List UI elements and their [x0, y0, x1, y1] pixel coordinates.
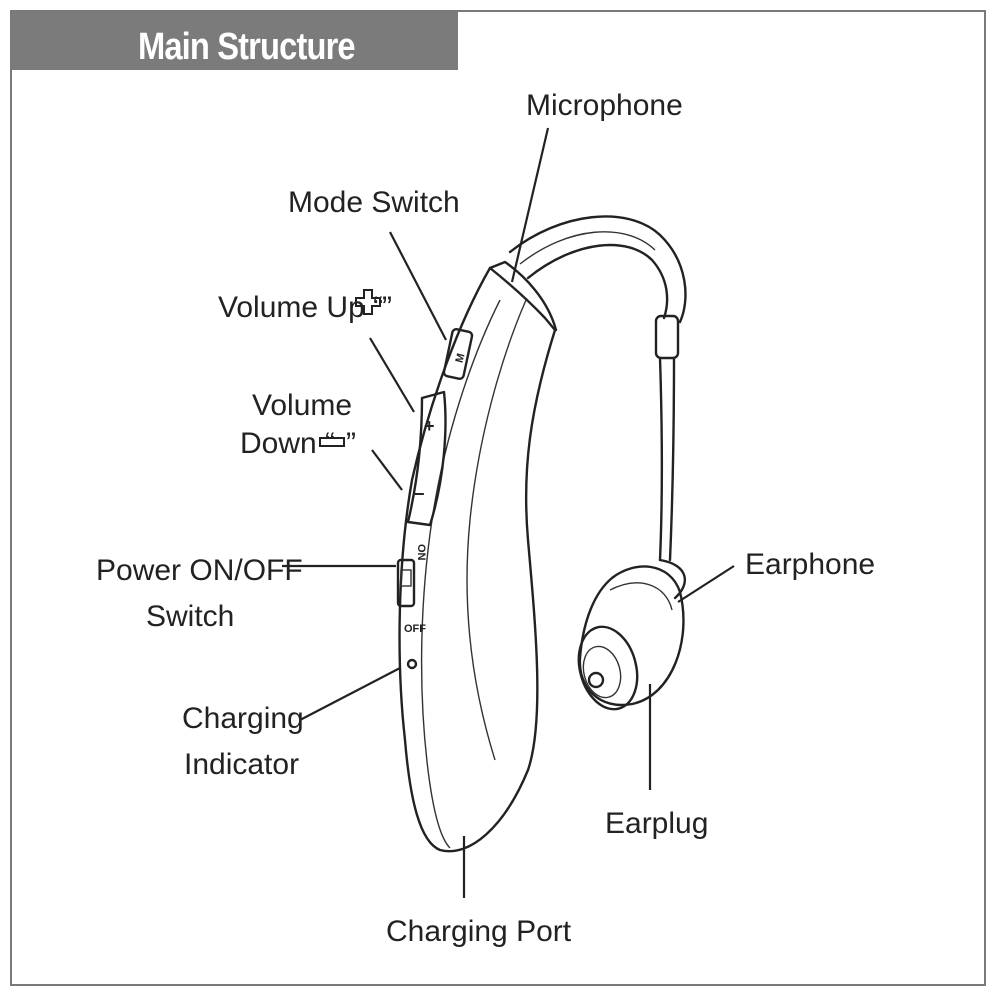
plus-symbol-icon — [355, 289, 381, 315]
charging-indicator-dot — [406, 658, 418, 670]
label-mode-switch: Mode Switch — [288, 186, 460, 219]
earphone-assembly — [577, 558, 686, 711]
mode-switch-leader — [389, 231, 447, 341]
microphone-leader — [510, 127, 550, 283]
volume-up-leader — [369, 337, 415, 413]
leader-lines — [282, 127, 735, 898]
mode-switch-button: M — [442, 327, 474, 381]
label-volume-up: Volume Up “ — [218, 291, 383, 324]
mode-button-mark: M — [454, 352, 468, 364]
volume-plus-mark: + — [424, 416, 435, 436]
label-power-1: Power ON/OFF — [96, 554, 303, 587]
labels: Microphone Mode Switch Volume Up “ ” Vol… — [96, 89, 875, 948]
charging-indicator-leader — [299, 667, 401, 721]
ear-hook — [508, 215, 687, 562]
label-charging-port: Charging Port — [386, 915, 572, 948]
volume-rocker: + − — [406, 390, 447, 527]
earphone-leader — [677, 565, 735, 603]
volume-down-leader — [371, 449, 403, 491]
label-volume-down-close: ” — [346, 427, 356, 460]
label-volume-up-close: ” — [382, 291, 392, 324]
label-earphone: Earphone — [745, 548, 875, 581]
page-title: Main Structure — [138, 26, 356, 68]
hearing-aid-body — [398, 260, 558, 853]
label-volume-down-1: Volume — [252, 389, 352, 422]
volume-minus-mark: − — [414, 484, 425, 504]
minus-symbol-icon — [319, 437, 345, 447]
label-earplug: Earplug — [605, 807, 708, 840]
label-charging-indicator-1: Charging — [182, 702, 304, 735]
label-power-2: Switch — [146, 600, 234, 633]
title-bar: Main Structure — [12, 12, 458, 70]
label-charging-indicator-2: Indicator — [184, 748, 299, 781]
power-on-mark: ON — [415, 544, 427, 561]
label-microphone: Microphone — [526, 89, 683, 122]
power-switch: ON OFF — [396, 544, 427, 635]
power-off-mark: OFF — [404, 623, 426, 635]
